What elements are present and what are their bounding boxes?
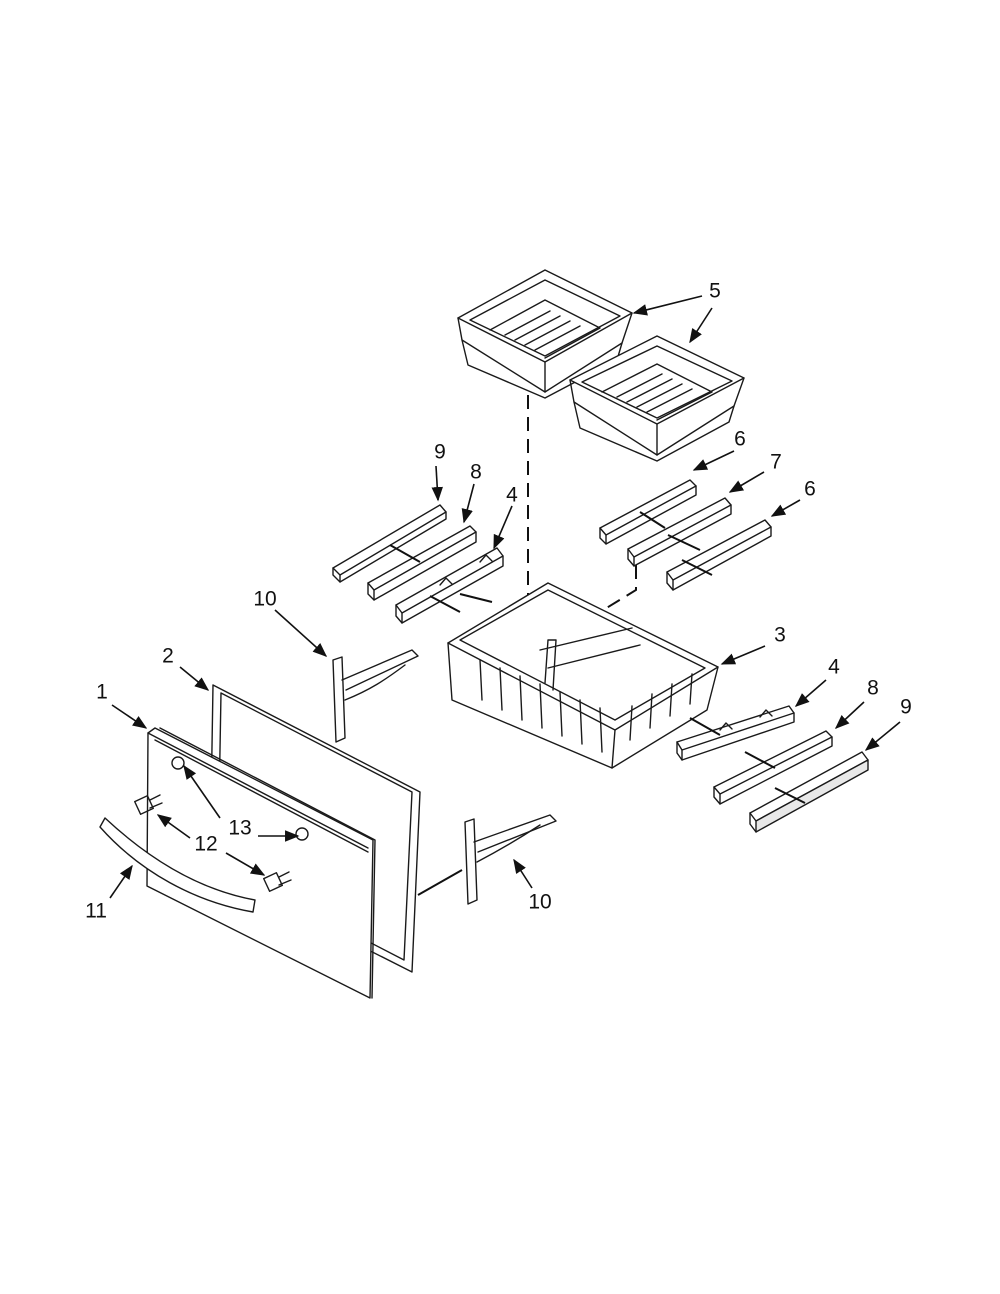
freezer-bin[interactable]	[447, 582, 719, 769]
callout-13: 13	[228, 817, 251, 840]
drawer-bracket-upper[interactable]	[332, 649, 419, 743]
callout-8-lower: 8	[867, 677, 879, 700]
handle-screw-lower[interactable]	[295, 827, 309, 841]
callout-2: 2	[162, 645, 174, 668]
rail-connector-line	[599, 565, 637, 613]
right-rail-guides	[639, 511, 713, 576]
callout-10-upper: 10	[253, 588, 276, 611]
callout-5: 5	[709, 280, 721, 303]
handle-stud-upper[interactable]	[133, 794, 163, 816]
slide-rail-right-upper[interactable]	[627, 497, 732, 567]
callout-6-upper: 6	[734, 428, 746, 451]
callout-6-lower: 6	[804, 478, 816, 501]
callout-11: 11	[85, 900, 107, 923]
callout-4-lower: 4	[828, 656, 840, 679]
rail-cover-left-upper[interactable]	[332, 504, 447, 583]
callout-9-upper: 9	[434, 441, 446, 464]
handle-screw-upper[interactable]	[171, 756, 185, 770]
callout-8-upper: 8	[470, 461, 482, 484]
left-rail-guides	[389, 544, 493, 613]
rail-cover-right-top[interactable]	[599, 479, 697, 545]
upper-basket-left[interactable]	[457, 269, 633, 399]
callout-1: 1	[96, 681, 108, 704]
callout-12: 12	[194, 833, 217, 856]
slide-rail-mount-left-upper[interactable]	[395, 547, 504, 624]
callout-labels: 1 2 3 4 4 5 6 6 7 8 8 9 9 10 10 11 12 13	[85, 280, 912, 923]
handle-stud-lower[interactable]	[262, 871, 292, 893]
callout-4-upper: 4	[506, 484, 518, 507]
callout-3: 3	[774, 624, 786, 647]
drawer-handle[interactable]	[99, 817, 256, 913]
slide-rail-mount-right-lower[interactable]	[676, 705, 795, 761]
rail-cover-right-lower[interactable]	[749, 751, 869, 833]
slide-rail-right-lower[interactable]	[713, 730, 833, 805]
bracket-connector-line	[417, 869, 463, 896]
lower-rail-guides	[689, 717, 806, 804]
callout-7: 7	[770, 451, 782, 474]
callout-10-lower: 10	[528, 891, 551, 914]
drawer-bracket-lower[interactable]	[464, 814, 557, 905]
upper-basket-right[interactable]	[569, 335, 745, 462]
leader-arrows	[109, 295, 901, 899]
slide-rail-left-upper[interactable]	[367, 525, 477, 601]
callout-9-lower: 9	[900, 696, 912, 719]
